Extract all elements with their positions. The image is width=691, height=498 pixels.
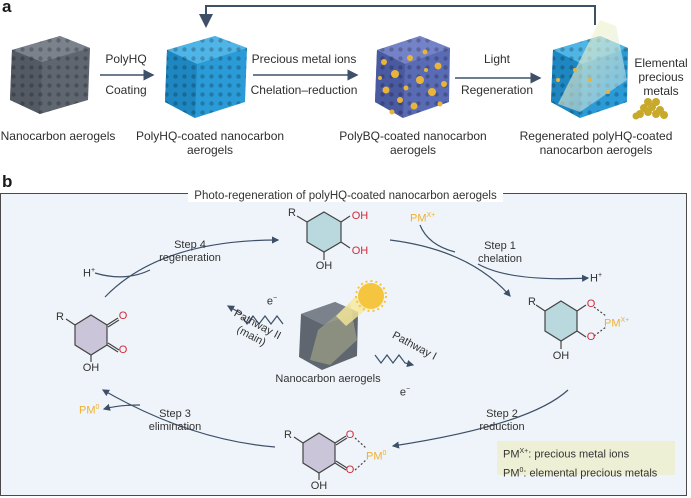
regeneration-loop-arrow bbox=[199, 5, 596, 28]
legend-pm-ion: PMX+: precious metal ions bbox=[503, 448, 630, 461]
molecule-polyhq bbox=[296, 211, 351, 260]
electron-ii: e− bbox=[266, 295, 278, 308]
pm-zero-product: PM0 bbox=[79, 404, 100, 417]
step2-label: Step 2 reduction bbox=[479, 408, 525, 433]
h-plus-reagent: H+ bbox=[83, 267, 96, 280]
cube-nanocarbon-aerogel bbox=[10, 36, 90, 114]
bottom-o-1: O bbox=[345, 429, 355, 441]
cube-polyhq-coated bbox=[165, 36, 247, 118]
molecule-quinone bbox=[65, 314, 120, 362]
elemental-metals-label: Elemental precious metals bbox=[634, 56, 688, 98]
pathway-i-wave bbox=[374, 354, 415, 368]
right-oh: OH bbox=[552, 350, 570, 362]
bottom-oh: OH bbox=[310, 480, 328, 492]
bottom-o-2: O bbox=[345, 464, 355, 476]
arrow-label-precious-metal-ions: Precious metal ions bbox=[251, 52, 357, 66]
arrow-step2 bbox=[391, 389, 569, 449]
electron-i: e− bbox=[399, 386, 411, 399]
stage-label-polyhq: PolyHQ-coated nanocarbon aerogels bbox=[135, 129, 285, 157]
arrow-label-light: Light bbox=[483, 52, 511, 66]
right-pm-ion: PMX+ bbox=[604, 317, 630, 330]
left-o-2: O bbox=[118, 344, 128, 356]
cycle-title: Photo-regeneration of polyHQ-coated nano… bbox=[0, 186, 691, 204]
arrow-step4 bbox=[104, 236, 280, 298]
bottom-r-group: R bbox=[284, 429, 292, 441]
right-o-1: O bbox=[586, 298, 596, 310]
stage-label-nanocarbon: Nanocarbon aerogels bbox=[0, 129, 116, 143]
legend-box: PMX+: precious metal ions PM0: elemental… bbox=[497, 441, 675, 479]
left-o-1: O bbox=[118, 310, 128, 322]
cube-polybq-coated bbox=[375, 36, 450, 118]
molecule-quinone-pm0 bbox=[293, 432, 367, 480]
step4-label: Step 4 regeneration bbox=[159, 239, 221, 264]
pm-ion-reagent: PMX+ bbox=[410, 212, 436, 225]
arrow-step3-pm-out bbox=[102, 403, 141, 411]
bottom-pm-zero: PM0 bbox=[366, 450, 387, 463]
legend-pm-zero: PM0: elemental precious metals bbox=[503, 466, 658, 480]
stage-label-polybq: PolyBQ-coated nanocarbon aerogels bbox=[339, 129, 487, 157]
panel-a-label: a bbox=[2, 0, 12, 16]
arrow-label-chelation-reduction: Chelation–reduction bbox=[250, 83, 358, 97]
molecule-chelated bbox=[535, 300, 607, 349]
step3-label: Step 3 elimination bbox=[148, 408, 202, 433]
pathway-ii-wave bbox=[242, 315, 284, 326]
cube-regenerated-polyhq bbox=[551, 20, 628, 118]
left-r-group: R bbox=[56, 311, 64, 323]
sun-icon bbox=[355, 280, 387, 312]
arrow-step4-h-in bbox=[94, 269, 151, 278]
arrow-label-coating: Coating bbox=[105, 83, 147, 97]
elemental-metal-pile bbox=[632, 98, 668, 120]
panel-b-label: b bbox=[2, 172, 13, 191]
right-r-group: R bbox=[528, 296, 536, 308]
top-oh-3: OH bbox=[315, 260, 333, 272]
arrow-step3 bbox=[101, 389, 276, 448]
arrow-label-regeneration: Regeneration bbox=[460, 83, 534, 97]
right-o-2: O bbox=[586, 331, 596, 343]
stage-label-regenerated: Regenerated polyHQ-coated nanocarbon aer… bbox=[519, 129, 673, 157]
light-beam bbox=[558, 20, 627, 112]
left-oh: OH bbox=[82, 362, 100, 374]
center-nanocarbon-label: Nanocarbon aerogels bbox=[275, 373, 381, 385]
arrow-label-polyhq: PolyHQ bbox=[105, 52, 147, 66]
step1-label: Step 1 chelation bbox=[477, 240, 523, 265]
sun-beam bbox=[336, 296, 368, 326]
h-plus-product: H+ bbox=[590, 272, 603, 285]
top-r-group: R bbox=[288, 207, 296, 219]
arrow-step1-h-out bbox=[477, 263, 590, 282]
top-oh-2: OH bbox=[351, 245, 369, 257]
arrow-step1 bbox=[389, 239, 511, 297]
top-oh-1: OH bbox=[351, 210, 369, 222]
arrow-step1-pm-in bbox=[419, 224, 456, 253]
